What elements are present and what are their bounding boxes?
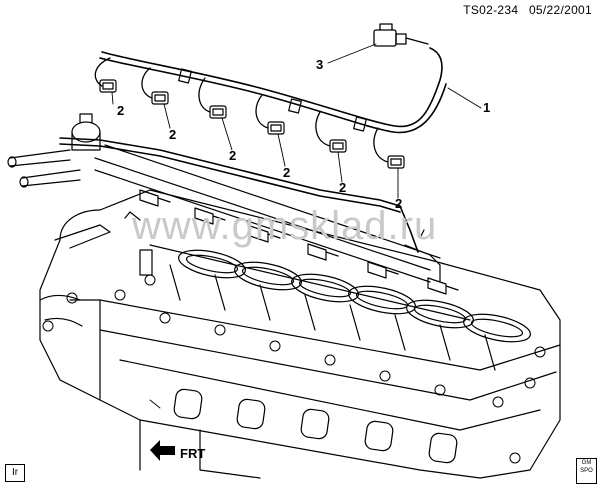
callout-2: 2 [117,103,125,118]
callout-2: 2 [229,148,237,163]
figure-date: 05/22/2001 [528,3,592,17]
cam-cover-ribs [169,264,496,371]
harness-branches [94,57,389,163]
pressure-regulator [71,113,101,151]
intake-ports [178,249,531,343]
corner-badge: Ir [5,464,25,482]
fuel-lines [7,149,81,188]
cylinder-head [39,189,561,479]
callout-1: 1 [483,100,491,115]
front-label: FRT [180,446,206,461]
front-arrow-icon [150,440,175,461]
figure-id: TS02-234 [463,3,519,17]
logo-line2: SPO [580,468,593,474]
callout-2: 2 [395,196,403,211]
lower-ports [173,388,458,464]
callout-3: 3 [316,57,324,72]
harness-clips [178,68,367,132]
fuel-injectors [139,189,459,295]
wiring-harness [59,47,447,253]
harness-connector [373,23,429,47]
callout-2: 2 [283,165,291,180]
callout-2: 2 [169,127,177,142]
logo-line1: GM [581,460,592,466]
mounting-bracket [54,211,153,276]
fuel-rail [94,144,441,283]
figure-header: TS02-234 05/22/2001 [463,3,592,17]
gmspo-logo: GM SPO [576,458,597,484]
callout-2: 2 [339,180,347,195]
leader-lines [111,43,482,409]
watermark: www.gmsklad.ru [132,204,438,248]
front-indicator: FRT [178,446,205,461]
